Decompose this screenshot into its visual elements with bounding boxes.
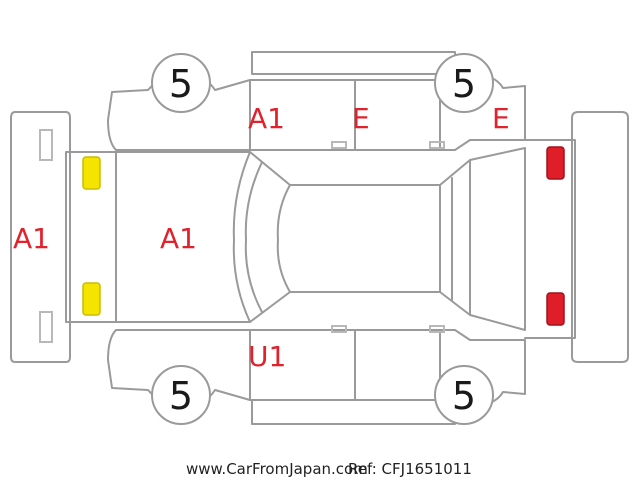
taillight-top (546, 146, 565, 180)
damage-code-rear-door-top: E (352, 102, 370, 135)
headlight-bottom (82, 282, 101, 316)
tire-rear-left: 5 (151, 365, 211, 425)
tire-rear-left-score: 5 (169, 374, 193, 418)
damage-code-rear-quarter-top: E (492, 102, 510, 135)
headlight-top (82, 156, 101, 190)
tire-rear-right-score: 5 (452, 374, 476, 418)
footer-ref: Ref: CFJ1651011 (348, 460, 472, 478)
tire-rear-right: 5 (434, 365, 494, 425)
damage-code-hood: A1 (160, 222, 197, 255)
damage-code-front-bumper: A1 (13, 222, 50, 255)
tire-front-right: 5 (434, 53, 494, 113)
tire-front-left-score: 5 (169, 62, 193, 106)
footer-site: www.CarFromJapan.com (186, 460, 368, 478)
rear-bumper-outline (571, 111, 629, 363)
damage-code-front-door-top: A1 (248, 102, 285, 135)
tire-front-left: 5 (151, 53, 211, 113)
taillight-bottom (546, 292, 565, 326)
tire-front-right-score: 5 (452, 62, 476, 106)
car-body-outline (65, 139, 576, 339)
front-bumper-outline (10, 111, 71, 363)
damage-code-front-door-bottom: U1 (248, 340, 286, 373)
